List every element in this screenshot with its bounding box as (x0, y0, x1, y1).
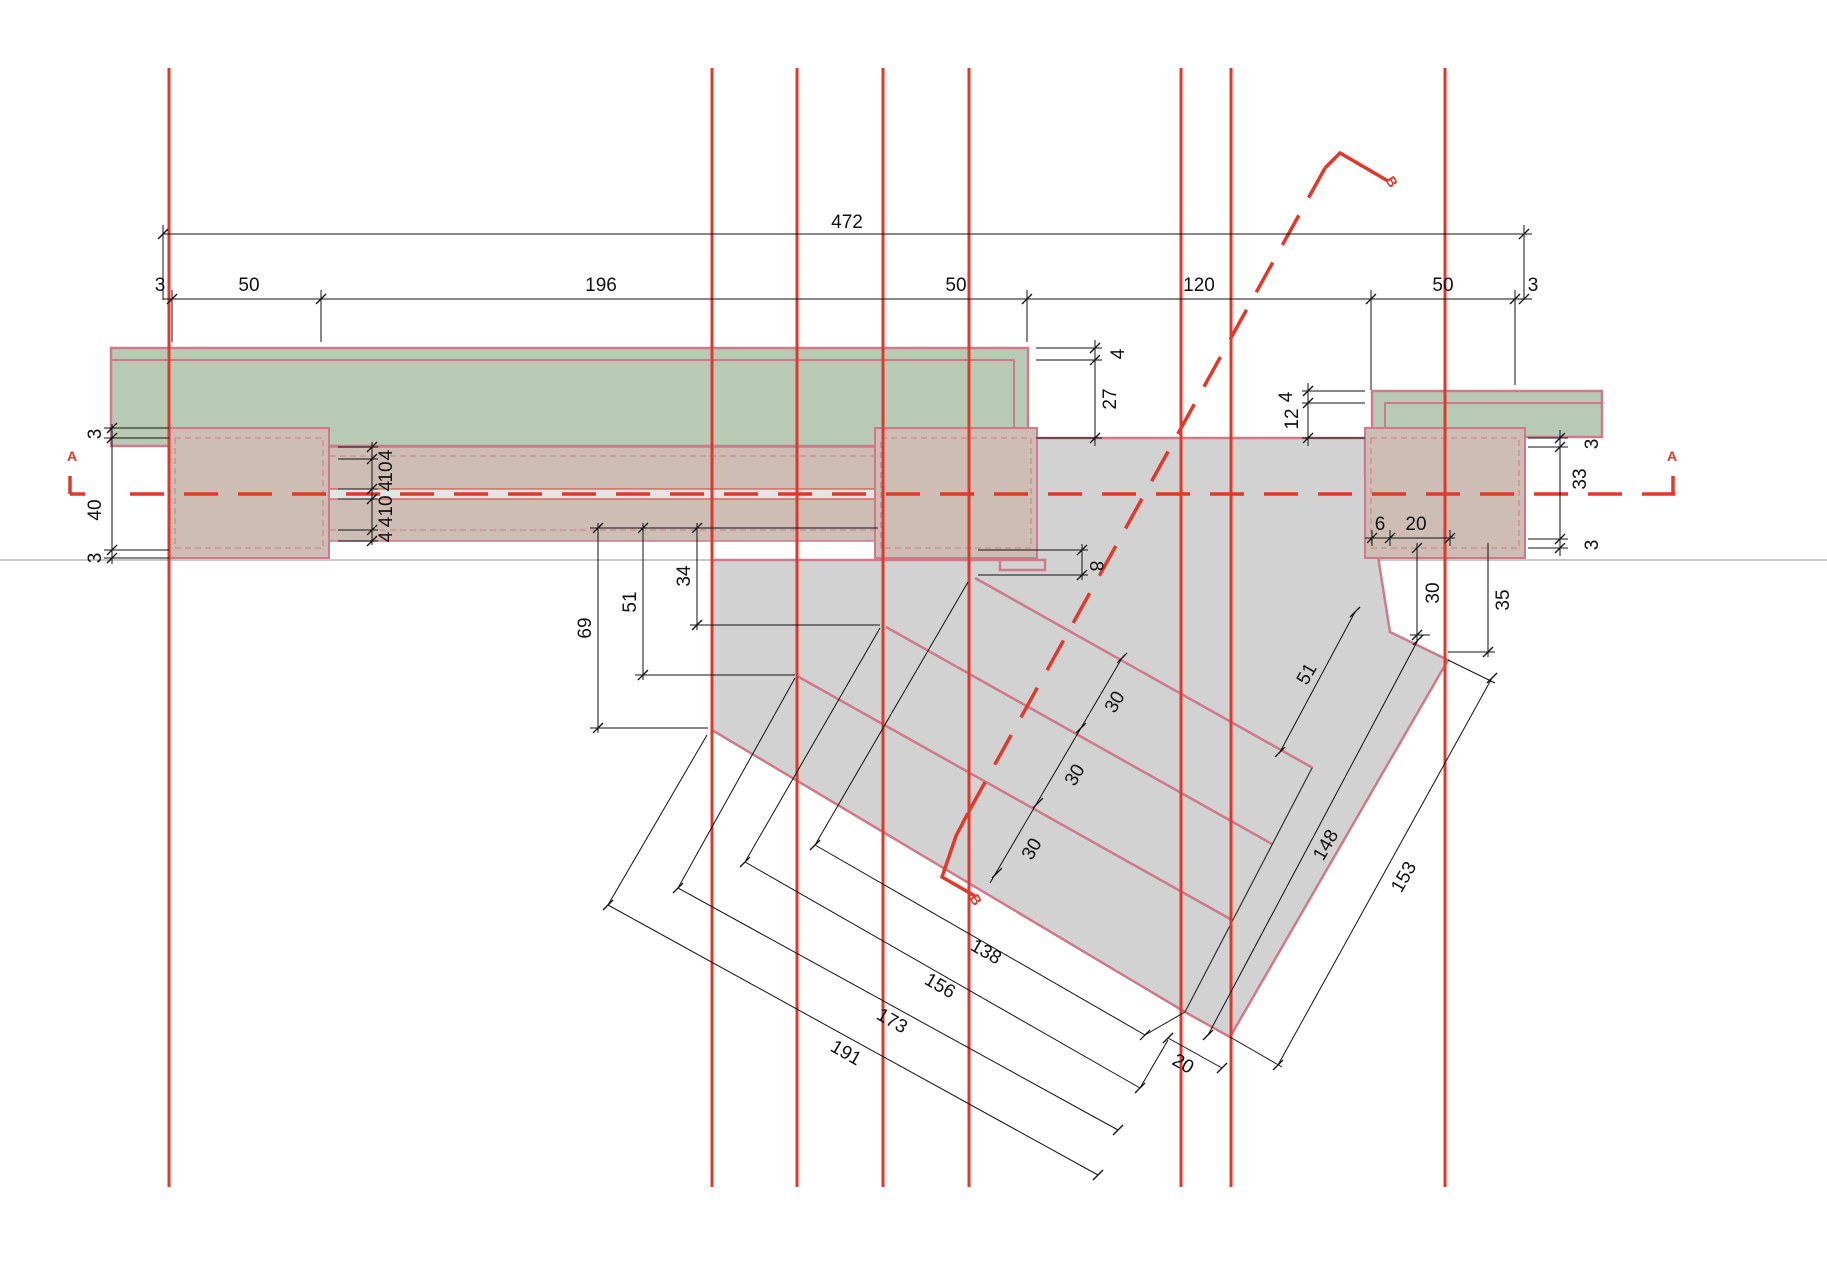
dim-top-120: 120 (1183, 275, 1215, 296)
dim-left-40: 40 (85, 499, 106, 520)
dim-top-50c: 50 (1432, 275, 1453, 296)
section-a-right-label: A (1667, 448, 1677, 464)
dim-30-right: 30 (1423, 582, 1444, 603)
dim-173: 173 (873, 1004, 911, 1038)
dim-right-column: 4 12 (1276, 383, 1365, 446)
dim-156: 156 (921, 969, 959, 1003)
dim-top-196: 196 (585, 275, 617, 296)
dim-472: 472 (831, 212, 863, 233)
dim-138: 138 (967, 935, 1005, 969)
dim-top-50a: 50 (238, 275, 259, 296)
dim-20-top: 20 (1405, 514, 1426, 535)
dim-top-50b: 50 (945, 275, 966, 296)
dim-overall: 472 (157, 212, 1532, 300)
dim-right-3b: 3 (1582, 540, 1603, 551)
dim-right-33: 33 (1570, 468, 1591, 489)
dim-4-top: 4 (1108, 348, 1129, 359)
dim-slot-upper-4b: 4 (376, 480, 397, 491)
slab-inner-edge (1184, 767, 1313, 1013)
dim-slot-lower-4a: 4 (376, 531, 397, 542)
dim-20-bottom: 20 (1168, 1050, 1197, 1079)
dim-4-col: 4 (1276, 391, 1297, 402)
dim-slot: 4 10 4 10 4 4 (338, 441, 397, 547)
dim-35: 35 (1493, 589, 1514, 610)
dim-slot-upper-10a: 10 (376, 461, 397, 482)
dim-left-3a: 3 (85, 429, 106, 440)
dim-offset-vertical: 30 35 (1410, 542, 1514, 658)
dim-right-3a: 3 (1582, 439, 1603, 450)
dim-top-chain: 3 50 196 50 120 50 3 (155, 275, 1539, 390)
dim-slot-upper-4a: 4 (376, 449, 397, 460)
dim-left-3b: 3 (85, 553, 106, 564)
dim-right-side: 3 33 3 (1528, 430, 1603, 556)
dim-stair-rises: 69 51 34 8 (575, 522, 1106, 734)
dim-slot-upper-10b: 10 (376, 495, 397, 516)
dim-top-3b: 3 (1528, 275, 1539, 296)
section-a: A A (67, 448, 1677, 496)
section-b-top-label: B (1382, 173, 1401, 190)
dim-51-rise: 51 (620, 591, 641, 612)
dim-27: 27 (1100, 388, 1121, 409)
dim-34: 34 (674, 565, 695, 587)
grid-axes (167, 68, 1447, 1187)
dim-top-3a: 3 (155, 275, 166, 296)
dim-8: 8 (1085, 561, 1106, 572)
dim-12: 12 (1282, 408, 1303, 429)
dim-191: 191 (827, 1036, 865, 1070)
dim-offset-small: 6 20 (1365, 514, 1456, 546)
section-a-left-label: A (67, 448, 77, 464)
dim-153: 153 (1387, 858, 1421, 896)
dim-6: 6 (1375, 514, 1386, 535)
dim-slot-upper-4c: 4 (376, 516, 397, 527)
dim-right-top: 4 27 (1036, 340, 1129, 446)
dim-left-side: 3 40 3 (85, 422, 169, 564)
dim-69: 69 (575, 617, 596, 638)
